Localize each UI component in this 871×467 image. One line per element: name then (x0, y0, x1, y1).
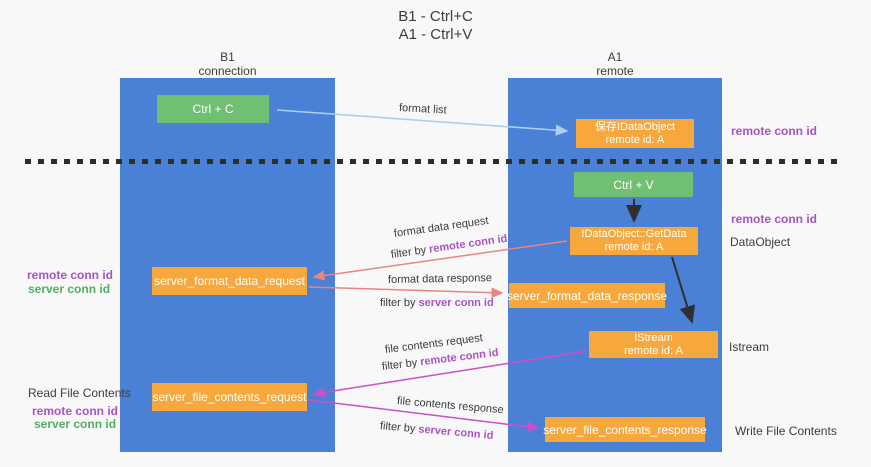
filter-by-prefix-1: filter by (390, 243, 430, 261)
node-istream-line2: remote id: A (624, 344, 683, 357)
node-server-format-data-request-label: server_format_data_request (154, 274, 305, 288)
node-server-file-contents-request-label: server_file_contents_request (152, 390, 307, 404)
node-server-file-contents-response-label: server_file_contents_response (543, 422, 707, 437)
filter-key-server-conn-1: server conn id (418, 297, 494, 309)
diagram-title: B1 - Ctrl+C A1 - Ctrl+V (0, 8, 871, 44)
node-ctrl-v: Ctrl + V (574, 172, 693, 197)
node-save-idataobject: 保存IDataObject remote id: A (576, 119, 694, 148)
filter-by-prefix-2: filter by (380, 297, 419, 309)
node-server-format-data-response-label: server_format_data_response (506, 288, 668, 303)
arrow-label-format-list: format list (398, 102, 447, 117)
title-line-1: B1 - Ctrl+C (398, 8, 473, 25)
lane-b1-name: B1 (220, 50, 235, 64)
label-remote-conn-id-top-right: remote conn id (731, 124, 818, 138)
node-server-file-contents-response: server_file_contents_response (543, 417, 707, 442)
label-server-conn-id-left-1: server conn id (28, 282, 111, 296)
node-ctrl-c-label: Ctrl + C (192, 102, 234, 116)
dashed-separator-line (25, 159, 843, 164)
arrow-label-file-contents-response: file contents response (396, 395, 505, 417)
lane-header-a1: A1 remote (508, 50, 722, 78)
lane-a1-subtitle: remote (596, 64, 634, 78)
arrow-format-data-response (308, 286, 504, 298)
node-getdata-line2: remote id: A (604, 241, 664, 253)
label-remote-conn-id-left-1: remote conn id (27, 268, 114, 282)
arrow-label-filter-server-conn-2: filter by server conn id (379, 420, 493, 442)
arrow-label-filter-server-conn-1: filter by server conn id (380, 297, 494, 309)
label-istream: Istream (729, 340, 770, 354)
lane-b1-subtitle: connection (198, 64, 257, 78)
node-server-file-contents-request: server_file_contents_request (152, 383, 307, 411)
node-ctrl-v-label: Ctrl + V (613, 177, 654, 192)
title-line-2: A1 - Ctrl+V (398, 26, 473, 43)
label-remote-conn-id-mid-right: remote conn id (731, 212, 818, 226)
node-server-format-data-response: server_format_data_response (506, 283, 668, 308)
node-istream-line1: IStream (634, 331, 673, 344)
label-read-file-contents: Read File Contents (28, 386, 131, 400)
lane-a1-name: A1 (607, 50, 623, 64)
filter-key-remote-conn-1: remote conn id (428, 232, 509, 256)
filter-by-prefix-4: filter by (379, 420, 419, 436)
arrow-label-format-data-response: format data response (387, 272, 493, 286)
node-idataobject-getdata: IDataObject::GetData remote id: A (570, 227, 698, 255)
filter-key-server-conn-2: server conn id (417, 423, 494, 442)
label-write-file-contents: Write File Contents (735, 424, 837, 438)
filter-by-prefix-3: filter by (381, 356, 421, 373)
label-dataobject: DataObject (730, 235, 791, 249)
node-save-idataobject-line2: remote id: A (605, 133, 665, 146)
lane-header-b1: B1 connection (120, 50, 335, 78)
node-ctrl-c: Ctrl + C (157, 95, 269, 123)
node-save-idataobject-line1: 保存IDataObject (594, 120, 676, 133)
node-getdata-line1: IDataObject::GetData (581, 228, 687, 240)
label-remote-conn-id-left-2: remote conn id (32, 404, 119, 418)
label-server-conn-id-left-2: server conn id (34, 417, 117, 431)
node-server-format-data-request: server_format_data_request (152, 267, 307, 295)
node-istream: IStream remote id: A (589, 331, 718, 358)
